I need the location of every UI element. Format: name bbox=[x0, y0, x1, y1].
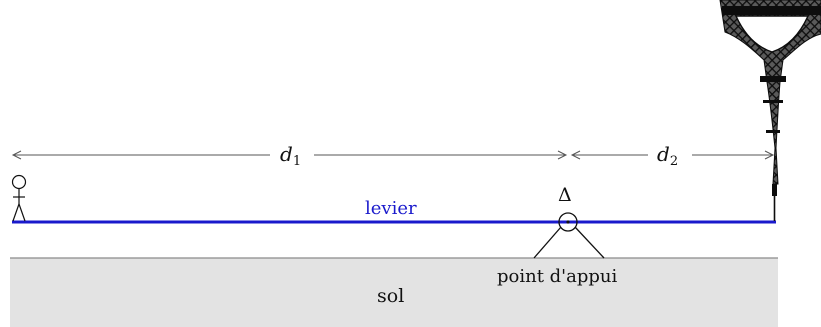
distance-d1-label: d1 bbox=[280, 142, 301, 169]
pivot-circle bbox=[558, 212, 578, 232]
fulcrum-label: point d'appui bbox=[497, 266, 618, 287]
lever-label: levier bbox=[365, 198, 417, 219]
ground-label: sol bbox=[377, 285, 404, 307]
ground bbox=[10, 258, 778, 327]
fulcrum bbox=[533, 226, 605, 259]
distance-d2-arrow bbox=[570, 150, 775, 160]
distance-d2-label: d2 bbox=[657, 142, 678, 169]
stick-figure-icon bbox=[11, 174, 27, 222]
pivot-center bbox=[566, 220, 570, 224]
eiffel-tower-icon bbox=[719, 0, 821, 221]
distance-d1-arrow bbox=[11, 150, 568, 160]
pivot-symbol: Δ bbox=[558, 184, 572, 206]
